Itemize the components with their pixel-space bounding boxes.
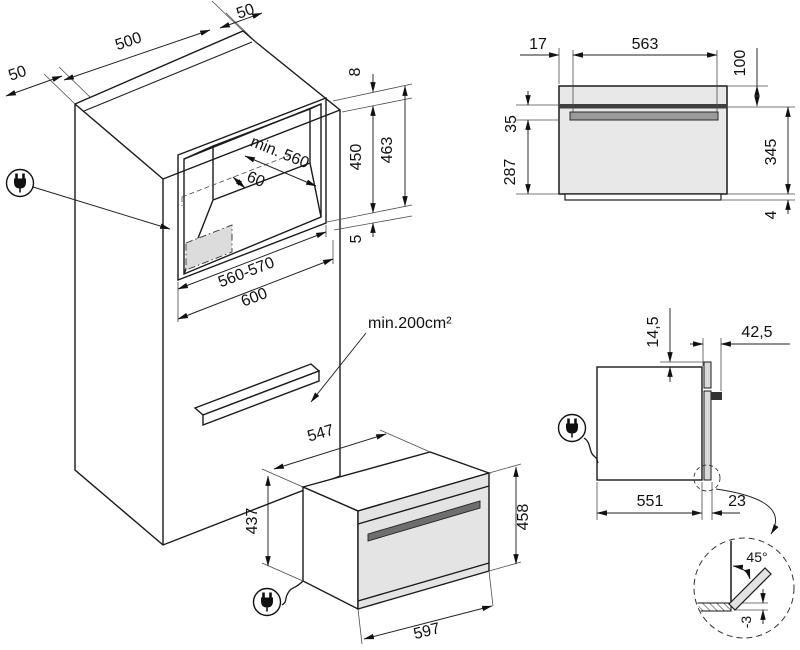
detail-circle xyxy=(693,537,795,639)
dim-top-14-5: 14,5 xyxy=(645,316,662,347)
oven-side-body xyxy=(596,366,703,481)
side-profile-view: 14,5 42,5 551 23 xyxy=(557,308,790,535)
dim-h35: 35 xyxy=(503,115,520,133)
dim-h287: 287 xyxy=(502,159,519,186)
cabinet-height-dimensions: 8 450 463 5 xyxy=(326,67,413,243)
dim-height-437: 437 xyxy=(244,508,261,535)
dim-offset-17: 17 xyxy=(529,36,547,53)
oven-door-handle xyxy=(367,500,481,542)
front-view-dimensions: 17 563 100 35 287 345 4 xyxy=(502,36,795,219)
door-opening-detail: 45° -3 xyxy=(693,537,795,639)
open-door-45deg xyxy=(728,567,772,611)
oven-isometric-view: 437 547 458 597 xyxy=(244,422,532,645)
worktop-hatch xyxy=(695,602,732,612)
detail-leader-arrow xyxy=(715,488,779,535)
dim-angle-45: 45° xyxy=(746,549,767,565)
dim-h345: 345 xyxy=(763,139,780,166)
dim-width-597: 597 xyxy=(412,620,442,643)
dim-h100: 100 xyxy=(732,50,749,77)
base-strip xyxy=(564,193,722,201)
vent-area-note: min.200cm² xyxy=(310,315,452,403)
dim-depth-551: 551 xyxy=(637,493,664,510)
dim-top-500: 500 xyxy=(113,29,144,54)
dim-top-right-50: 50 xyxy=(234,1,256,23)
dim-h4: 4 xyxy=(763,210,780,219)
side-view-dimensions: 14,5 42,5 551 23 xyxy=(596,308,790,520)
detail-reference-circle xyxy=(693,464,721,492)
dim-depth-547: 547 xyxy=(306,422,336,446)
cabinet-isometric-view: 50 500 50 8 450 463 5 min. 560 60 xyxy=(5,0,452,546)
dim-door-23: 23 xyxy=(728,493,746,510)
door-panel-upper xyxy=(703,361,712,389)
dim-panel-5: 5 xyxy=(348,234,365,243)
dim-niche-450: 450 xyxy=(348,144,365,171)
vent-band xyxy=(559,104,727,109)
vent-grille-bar xyxy=(569,111,719,121)
oven-front-body xyxy=(558,85,728,195)
dim-door-height-458: 458 xyxy=(515,504,532,531)
cabinet-top-dimensions: 50 500 50 xyxy=(5,0,263,105)
dim-back-60: 60 xyxy=(244,169,267,191)
vent-area-label: min.200cm² xyxy=(368,315,452,332)
dim-gap-8: 8 xyxy=(347,67,364,76)
dim-top-left-50: 50 xyxy=(6,63,28,85)
door-handle-side xyxy=(711,392,722,400)
dim-minus-3: -3 xyxy=(738,616,754,629)
door-panel-lower xyxy=(703,390,712,481)
oven-dimensions: 437 547 458 597 xyxy=(244,422,532,645)
power-plug-icon xyxy=(252,587,282,617)
power-cord xyxy=(583,437,599,464)
dim-front-42-5: 42,5 xyxy=(741,324,772,341)
ventilation-slot xyxy=(193,363,321,427)
power-plug-icon xyxy=(557,413,587,443)
power-cord xyxy=(281,580,304,606)
power-plug-icon xyxy=(5,168,35,198)
dim-total-463: 463 xyxy=(379,137,396,164)
front-elevation-view: 17 563 100 35 287 345 4 xyxy=(502,36,795,219)
dim-width-563: 563 xyxy=(632,36,659,53)
